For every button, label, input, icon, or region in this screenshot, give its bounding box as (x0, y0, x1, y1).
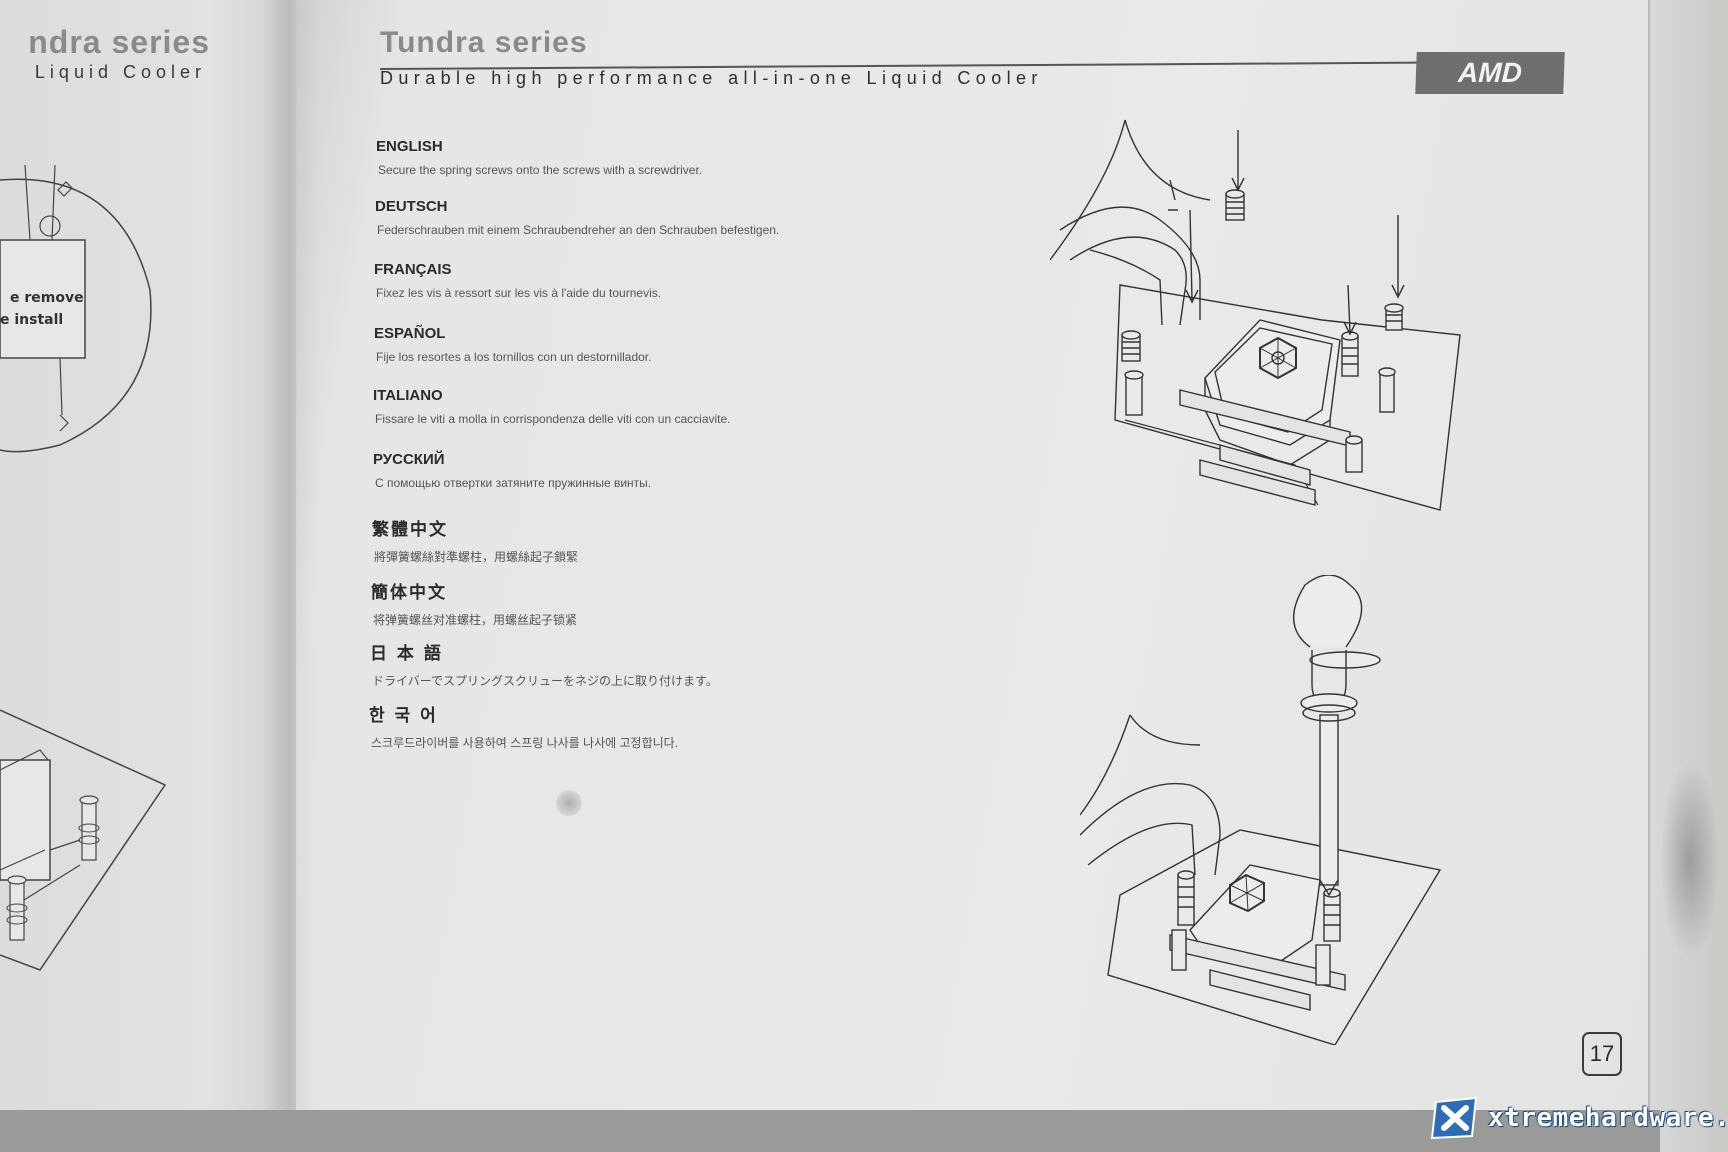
lang-instruction: Fije los resortes a los tornillos con un… (376, 350, 652, 364)
lang-instruction: ドライバーでスプリングスクリューをネジの上に取り付けます。 (372, 674, 718, 688)
lang-section-zh-cn: 簡体中文 将弹簧螺丝对准螺柱，用螺丝起子锁紧 (371, 578, 931, 628)
cooler-spring-screws-illustration (1050, 110, 1470, 530)
cooler-screwdriver-illustration (1080, 575, 1470, 1045)
lang-instruction: С помощью отвертки затяните пружинные ви… (375, 476, 652, 490)
lang-section-de: DEUTSCH Federschrauben mit einem Schraub… (375, 198, 935, 237)
series-subtitle: Durable high performance all-in-one Liqu… (380, 68, 1043, 88)
lang-instruction: 스크루드라이버를 사용하여 스프링 나사를 나사에 고정합니다. (371, 736, 679, 750)
lang-section-it: ITALIANO Fissare le viti a molla in corr… (373, 387, 933, 426)
lang-section-ru: РУССКИЙ С помощью отвертки затяните пруж… (373, 451, 933, 490)
lang-section-zh-tw: 繁體中文 將彈簧螺絲對準螺柱，用螺絲起子鎖緊 (372, 515, 932, 565)
left-page (0, 0, 300, 1130)
series-title: Tundra series (380, 26, 588, 59)
svg-text:e remove: e remove (10, 290, 84, 306)
lang-heading: 日 本 語 (370, 644, 443, 664)
left-page-subtitle: Liquid Cooler (34, 62, 206, 82)
watermark-text: xtremehardware.com (1488, 1103, 1728, 1133)
left-page-title: ndra series (28, 24, 210, 60)
xtremehardware-logo-icon (1430, 1096, 1478, 1140)
lang-instruction: 將彈簧螺絲對準螺柱，用螺絲起子鎖緊 (374, 550, 579, 564)
lang-instruction: Federschrauben mit einem Schraubendreher… (377, 223, 780, 237)
lang-instruction: Fissare le viti a molla in corrispondenz… (375, 412, 731, 426)
lang-section-fr: FRANÇAIS Fixez les vis à ressort sur les… (374, 261, 934, 300)
svg-text:e install: e install (0, 312, 63, 328)
table-smudge (1660, 760, 1720, 960)
left-zoom-illustration: e remove e install (0, 160, 160, 460)
lang-section-es: ESPAÑOL Fije los resortes a los tornillo… (374, 325, 934, 364)
lang-instruction: Secure the spring screws onto the screws… (378, 163, 703, 177)
lang-section-en: ENGLISH Secure the spring screws onto th… (376, 138, 936, 177)
page-number: 17 (1582, 1032, 1622, 1076)
table-background (1650, 0, 1728, 1152)
lang-instruction: Fixez les vis à ressort sur les vis à l'… (376, 286, 662, 300)
paper-spot (556, 790, 582, 816)
bottom-shadow (0, 1110, 1660, 1152)
lang-heading: 繁體中文 (372, 520, 448, 540)
lang-heading: ITALIANO (373, 387, 443, 404)
lang-heading: 簡体中文 (371, 583, 447, 603)
lang-instruction: 将弹簧螺丝对准螺柱，用螺丝起子锁紧 (373, 613, 578, 627)
amd-badge: AMD (1415, 52, 1565, 94)
lang-section-ja: 日 本 語 ドライバーでスプリングスクリューをネジの上に取り付けます。 (370, 639, 930, 689)
lang-heading: FRANÇAIS (374, 261, 452, 278)
lang-section-ko: 한 국 어 스크루드라이버를 사용하여 스프링 나사를 나사에 고정합니다. (369, 701, 929, 751)
watermark: xtremehardware.com (1430, 1096, 1728, 1140)
right-page (296, 0, 1650, 1122)
book-gutter (262, 0, 322, 1130)
lang-heading: 한 국 어 (369, 706, 438, 726)
lang-heading: DEUTSCH (375, 198, 448, 215)
left-cooler-illustration (0, 700, 180, 980)
lang-heading: ENGLISH (376, 138, 443, 155)
lang-heading: РУССКИЙ (373, 451, 445, 468)
lang-heading: ESPAÑOL (374, 325, 446, 342)
